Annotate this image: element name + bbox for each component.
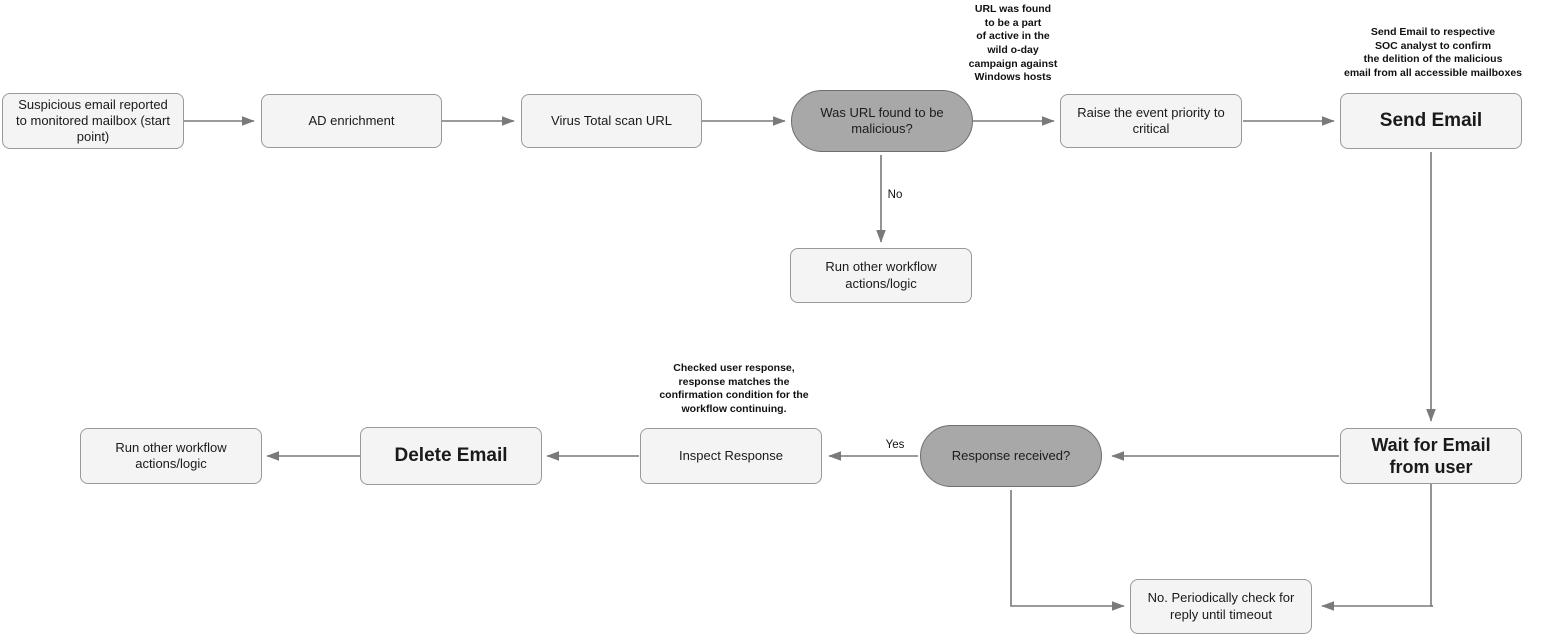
node-send-email-label: Send Email — [1379, 110, 1483, 132]
node-virustotal-scan-label: Virus Total scan URL — [551, 112, 672, 128]
edge-label-yes-branch: Yes — [885, 439, 905, 451]
node-virustotal-scan[interactable]: Virus Total scan URL — [521, 94, 702, 148]
node-run-other-workflow-2-label: Run other workflow actions/logic — [115, 439, 227, 471]
node-run-other-workflow-1-label: Run other workflow actions/logic — [825, 259, 937, 291]
node-send-email[interactable]: Send Email — [1340, 93, 1522, 149]
node-ad-enrichment-label: AD enrichment — [308, 112, 395, 128]
node-raise-priority[interactable]: Raise the event priority to critical — [1060, 94, 1242, 148]
edge-label-checked-user-response: Checked user response, response matches … — [659, 362, 809, 415]
node-delete-email-label: Delete Email — [394, 445, 508, 467]
node-decision-url-malicious-label: Was URL found to be malicious? — [820, 104, 944, 136]
edge-label-no-branch: No — [887, 189, 903, 201]
node-wait-for-email-label: Wait for Email from user — [1371, 434, 1491, 478]
edge-label-send-email-soc: Send Email to respective SOC analyst to … — [1343, 26, 1522, 79]
node-decision-url-malicious[interactable]: Was URL found to be malicious? — [791, 90, 973, 152]
node-inspect-response-label: Inspect Response — [678, 447, 784, 463]
node-delete-email[interactable]: Delete Email — [360, 427, 542, 485]
node-start[interactable]: Suspicious email reported to monitored m… — [2, 93, 184, 149]
node-inspect-response[interactable]: Inspect Response — [640, 428, 822, 484]
node-periodic-check-label: No. Periodically check for reply until t… — [1147, 590, 1295, 622]
node-decision-response-received[interactable]: Response received? — [920, 425, 1102, 487]
node-raise-priority-label: Raise the event priority to critical — [1077, 104, 1225, 136]
node-ad-enrichment[interactable]: AD enrichment — [261, 94, 442, 148]
node-start-label: Suspicious email reported to monitored m… — [16, 96, 170, 145]
node-run-other-workflow-2[interactable]: Run other workflow actions/logic — [80, 428, 262, 484]
node-wait-for-email[interactable]: Wait for Email from user — [1340, 428, 1522, 484]
node-decision-response-received-label: Response received? — [951, 447, 1071, 463]
edge-label-zero-day-campaign: URL was found to be a part of active in … — [968, 3, 1058, 84]
node-periodic-check[interactable]: No. Periodically check for reply until t… — [1130, 579, 1312, 634]
node-run-other-workflow-1[interactable]: Run other workflow actions/logic — [790, 248, 972, 303]
